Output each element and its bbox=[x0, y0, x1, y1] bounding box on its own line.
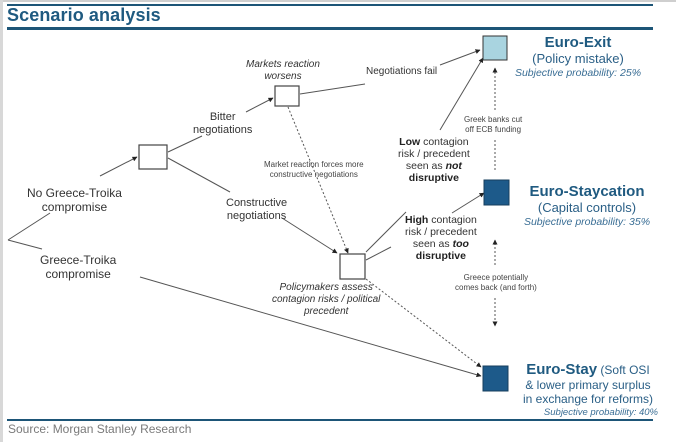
edge-bitter bbox=[167, 135, 203, 153]
source-note: Source: Morgan Stanley Research bbox=[8, 422, 192, 436]
label-greece-back-line1: Greece potentially bbox=[463, 273, 529, 282]
edge-policymakers-to-stay-dotted bbox=[365, 278, 482, 368]
label-greek-banks-line2: off ECB funding bbox=[465, 125, 522, 134]
label-greece-back-line2: comes back (and forth) bbox=[455, 283, 537, 292]
label-market-forces: Market reaction forces more constructive… bbox=[264, 160, 364, 180]
label-constructive-negotiations: Constructive negotiations bbox=[226, 197, 287, 223]
label-negotiations-fail: Negotiations fail bbox=[366, 66, 438, 77]
footer-rule bbox=[7, 419, 653, 421]
label-high-line3: seen as bbox=[412, 238, 453, 250]
edge-fail-to-exit bbox=[439, 49, 481, 66]
label-low-bold: Low bbox=[399, 136, 421, 148]
edge-to-markets-worsen bbox=[245, 97, 274, 113]
label-high-line1: contagion bbox=[428, 214, 477, 226]
title-bottom-rule bbox=[7, 27, 653, 30]
outcome-euro-staycation-probability: Subjective probability: 35% bbox=[523, 216, 651, 228]
outcome-euro-staycation-name: Euro-Staycation bbox=[529, 183, 645, 200]
label-no-compromise: No Greece-Troika compromise bbox=[27, 186, 122, 214]
label-markets-worsens: Markets reaction worsens bbox=[246, 59, 320, 83]
outcome-euro-stay-subtitle-3: in exchange for reforms) bbox=[522, 392, 654, 406]
edge-root-compromise bbox=[7, 239, 43, 250]
label-low-line2: risk / precedent bbox=[398, 148, 470, 160]
label-high-line2: risk / precedent bbox=[405, 226, 477, 238]
outcome-box-euro-stay bbox=[482, 365, 509, 392]
label-greece-comes-back: Greece potentially comes back (and forth… bbox=[455, 273, 537, 293]
title-top-rule-right bbox=[313, 4, 653, 6]
edge-policymakers-to-low bbox=[365, 211, 407, 253]
label-bitter-negotiations: Bitter negotiations bbox=[193, 111, 252, 137]
outcome-euro-staycation-subtitle: (Capital controls) bbox=[537, 200, 637, 215]
top-border bbox=[0, 0, 676, 2]
label-low-contagion: Low contagion risk / precedent seen as n… bbox=[398, 136, 470, 184]
label-policymakers-line3: precedent bbox=[303, 306, 349, 317]
label-greek-banks-line1: Greek banks cut bbox=[464, 115, 523, 124]
label-market-forces-line1: Market reaction forces more bbox=[264, 160, 364, 169]
label-market-forces-line2: constructive negotiations bbox=[269, 170, 358, 179]
edge-high-to-staycation bbox=[451, 192, 485, 214]
outcome-euro-exit-subtitle: (Policy mistake) bbox=[532, 51, 624, 66]
outcome-euro-stay: Euro-Stay (Soft OSI & lower primary surp… bbox=[514, 361, 662, 420]
label-low-line3: seen as bbox=[405, 160, 446, 172]
label-policymakers-line2: contagion risks / political bbox=[272, 294, 381, 305]
label-high-contagion: High contagion risk / precedent seen as … bbox=[405, 214, 477, 262]
label-low-not: not bbox=[445, 160, 462, 172]
edge-constructive-to-policymakers bbox=[281, 217, 338, 254]
outcome-euro-exit-name: Euro-Exit bbox=[544, 34, 612, 51]
outcome-box-euro-staycation bbox=[483, 179, 510, 206]
label-constructive-line1: Constructive bbox=[226, 197, 288, 209]
title-top-rule bbox=[7, 4, 313, 6]
label-policymakers: Policymakers assess contagion risks / po… bbox=[272, 282, 380, 318]
label-no-compromise-line2: compromise bbox=[41, 200, 108, 214]
label-compromise-line2: compromise bbox=[45, 267, 111, 281]
label-low-line4: disruptive bbox=[408, 172, 459, 184]
label-markets-worsens-line2: worsens bbox=[264, 71, 302, 82]
label-policymakers-line1: Policymakers assess bbox=[279, 282, 373, 293]
outcome-euro-exit: Euro-Exit (Policy mistake) Subjective pr… bbox=[508, 34, 648, 80]
edge-compromise-to-stay bbox=[139, 276, 482, 378]
label-compromise-line1: Greece-Troika bbox=[40, 253, 117, 267]
decision-node-markets-worsen bbox=[274, 85, 300, 107]
outcome-euro-staycation: Euro-Staycation (Capital controls) Subje… bbox=[512, 183, 662, 229]
edge-markets-to-fail bbox=[299, 83, 366, 95]
label-constructive-line2: negotiations bbox=[226, 210, 287, 222]
outcome-euro-stay-subtitle-1: (Soft OSI bbox=[597, 363, 650, 377]
edge-low-to-exit bbox=[439, 57, 484, 131]
label-greek-banks: Greek banks cut off ECB funding bbox=[464, 115, 522, 135]
label-no-compromise-line1: No Greece-Troika bbox=[27, 186, 122, 200]
decision-node-policymakers bbox=[339, 253, 366, 280]
page-title: Scenario analysis bbox=[7, 5, 161, 25]
outcome-euro-stay-probability: Subjective probability: 40% bbox=[543, 407, 658, 418]
label-markets-worsens-line1: Markets reaction bbox=[246, 59, 320, 70]
outcome-euro-stay-subtitle-2: & lower primary surplus bbox=[525, 378, 651, 392]
outcome-euro-stay-name: Euro-Stay bbox=[526, 361, 598, 378]
outcome-box-euro-exit bbox=[482, 35, 508, 61]
left-border bbox=[0, 0, 3, 442]
edge-to-negotiation-node bbox=[99, 156, 138, 177]
label-high-too: too bbox=[452, 238, 469, 250]
label-bitter-line2: negotiations bbox=[193, 124, 253, 136]
edge-root-no-compromise bbox=[7, 212, 51, 241]
edge-constructive bbox=[167, 157, 231, 193]
outcome-euro-exit-probability: Subjective probability: 25% bbox=[514, 67, 642, 79]
label-compromise: Greece-Troika compromise bbox=[40, 253, 116, 281]
label-high-line4: disruptive bbox=[415, 250, 466, 262]
edge-market-forces-dotted bbox=[287, 106, 349, 254]
decision-node-negotiations bbox=[138, 144, 168, 170]
label-bitter-line1: Bitter bbox=[209, 111, 236, 123]
label-low-line1: contagion bbox=[420, 136, 469, 148]
edge-policymakers-to-high bbox=[365, 246, 392, 261]
label-high-bold: High bbox=[405, 214, 429, 226]
